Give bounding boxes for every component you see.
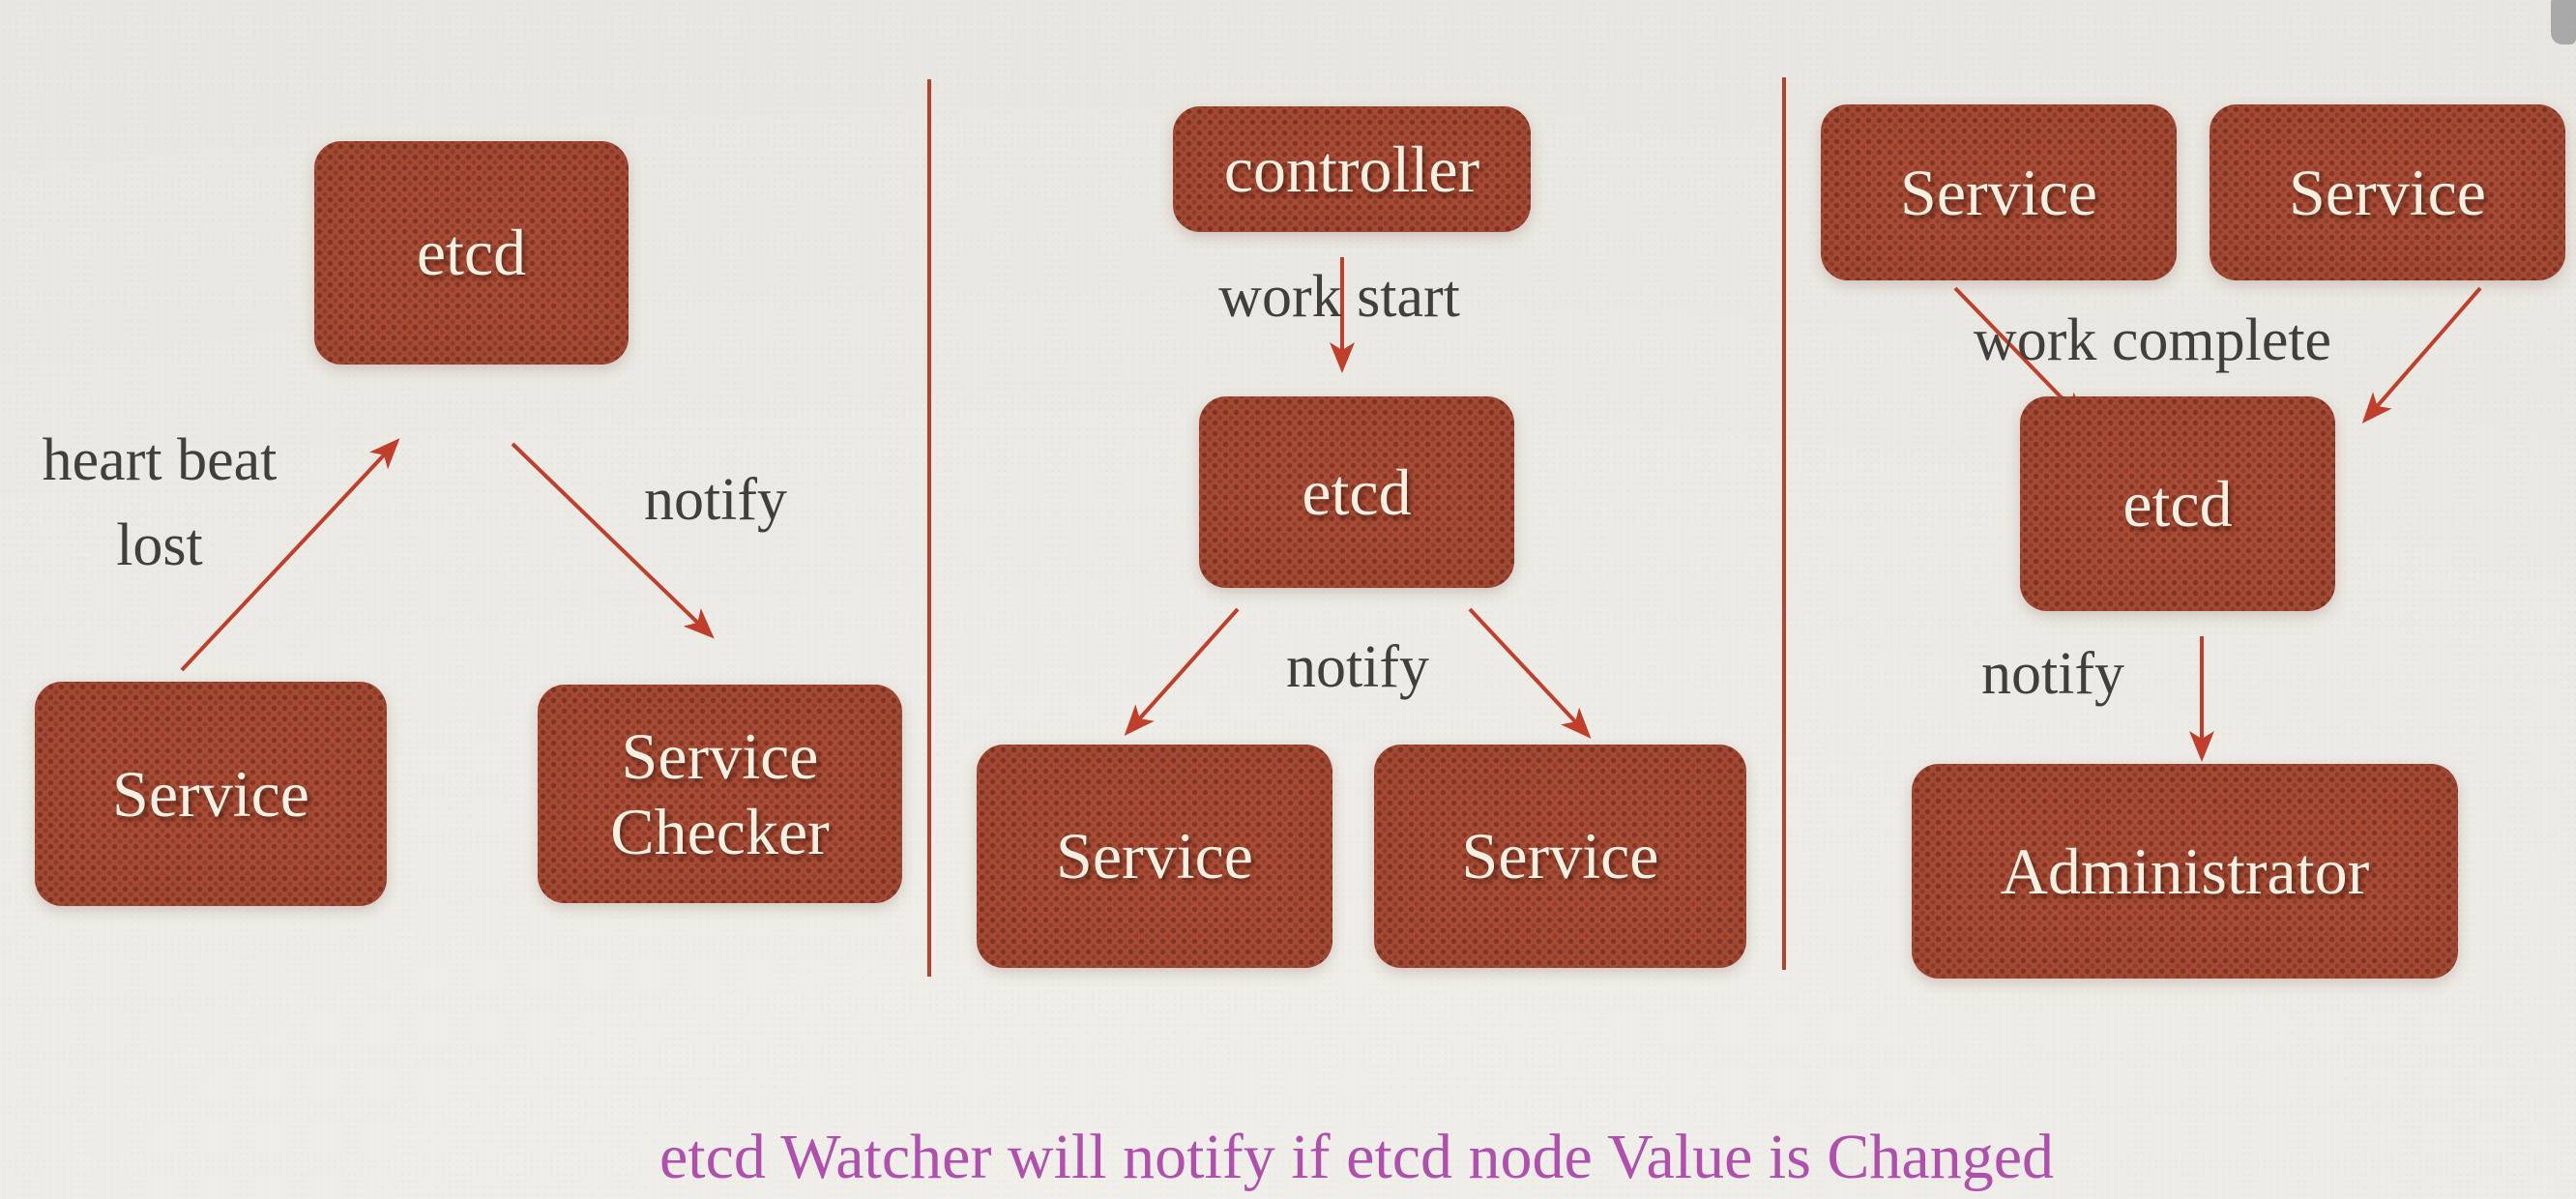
edge-label-work-complete: work complete [1973, 307, 2332, 373]
panel2-etcd-box: etcd [1199, 396, 1514, 588]
edge-label-notify-panel3: notify [1980, 640, 2125, 707]
panel1-service-checker-box: Service Checker [538, 685, 902, 903]
panel3-administrator-box: Administrator [1912, 764, 2458, 979]
panel1-service-box: Service [35, 682, 387, 906]
arrow-notify-etcd-to-service-left [1124, 607, 1240, 736]
panel2-service-left-box: Service [977, 745, 1332, 968]
panel3-service-left-box: Service [1821, 104, 2177, 280]
panel1-etcd-box: etcd [314, 141, 629, 365]
edge-label-heart-beat-lost: heart beat lost [42, 426, 278, 578]
caption-text: etcd Watcher will notify if etcd node Va… [659, 1122, 2055, 1192]
edge-label-work-start: work start [1218, 263, 1460, 330]
edge-label-notify-panel1: notify [643, 466, 788, 533]
arrow-notify-etcd-to-service-right [1468, 607, 1592, 739]
panel3-service-right-box: Service [2210, 104, 2565, 280]
scrollbar-thumb[interactable] [2551, 0, 2576, 44]
edge-label-notify-panel2: notify [1285, 633, 1430, 700]
arrow-workcomplete-service2-to-etcd [2361, 286, 2482, 424]
panel2-controller-box: controller [1173, 106, 1531, 232]
panel3-etcd-box: etcd [2020, 396, 2335, 611]
panel2-service-right-box: Service [1374, 745, 1746, 968]
